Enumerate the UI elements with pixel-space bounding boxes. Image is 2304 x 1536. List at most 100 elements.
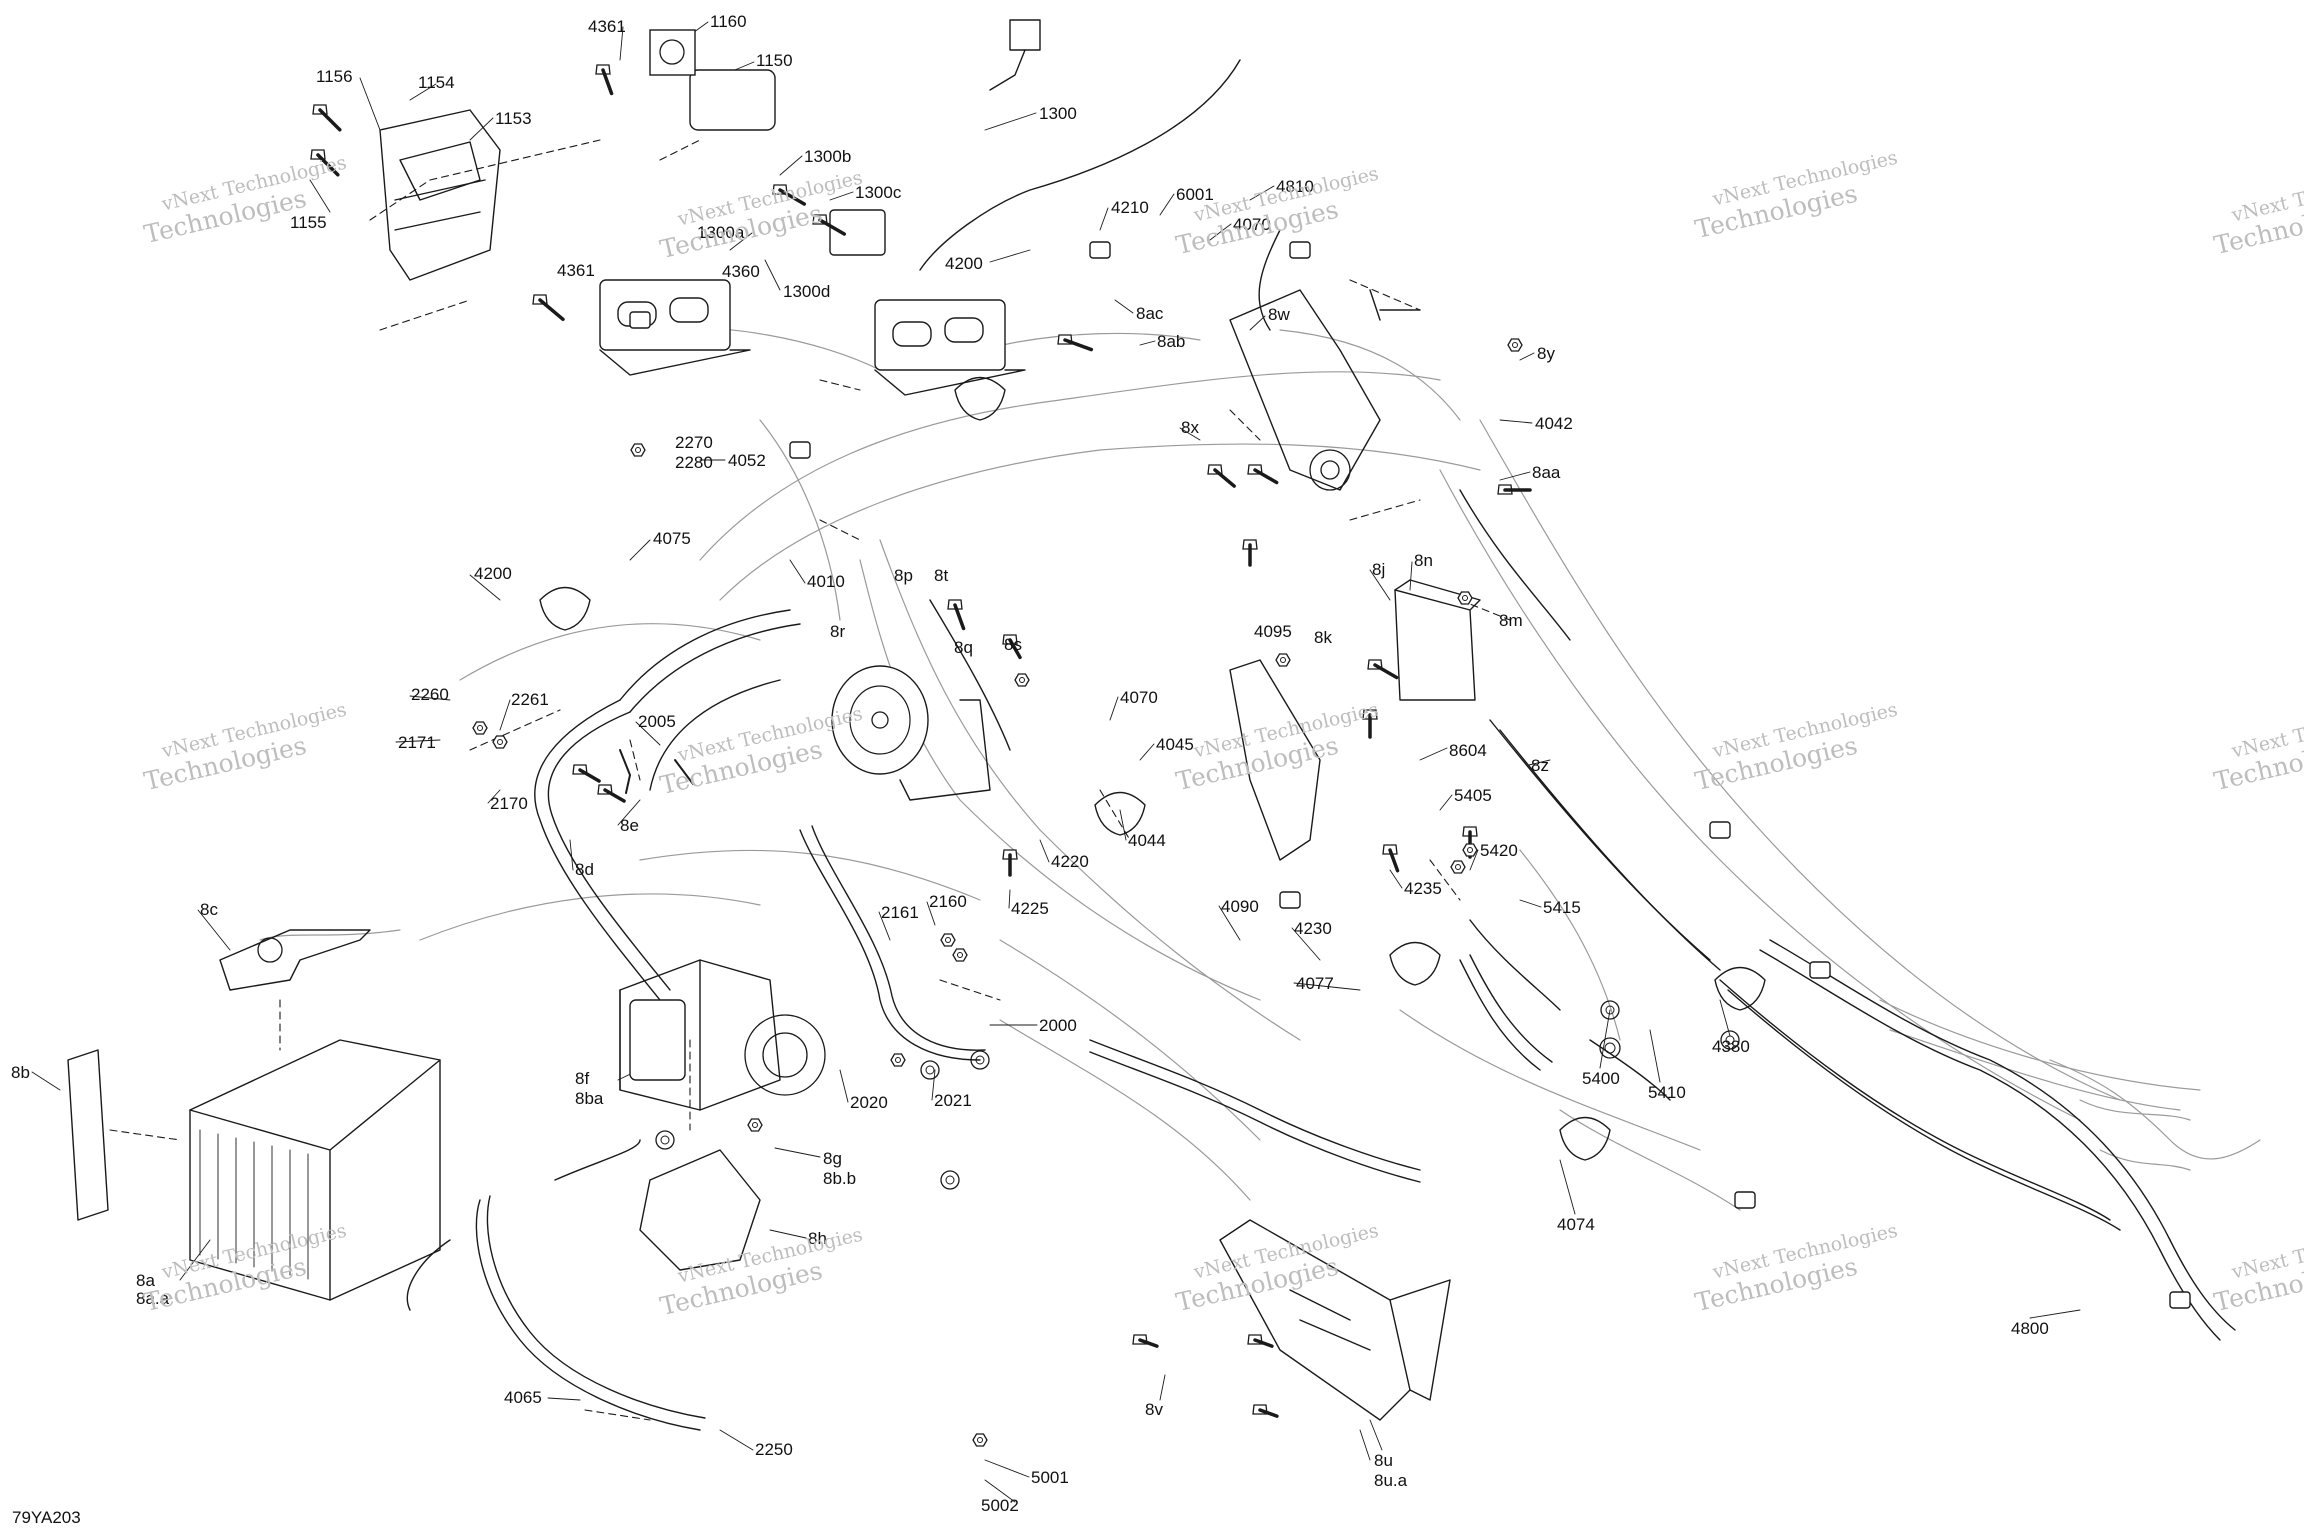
ecu-bracket (379, 109, 501, 281)
callout-leader (839, 1069, 849, 1103)
frame-outline (1519, 849, 1621, 1041)
part-callout: 1160 (710, 12, 747, 31)
cable-clamp (1389, 941, 1441, 986)
part-callout: 4380 (1712, 1037, 1750, 1056)
part-callout: 2020 (850, 1093, 888, 1112)
part-callout: 8z (1531, 756, 1549, 775)
callout-leader (1469, 849, 1479, 871)
harness-cable (1089, 1039, 1421, 1171)
callout-leader (547, 1397, 581, 1401)
part-callout: 2170 (490, 794, 528, 813)
nut (1457, 591, 1473, 605)
harness-cable (629, 623, 801, 713)
terminal-lug (674, 759, 694, 785)
callout-leader (1389, 869, 1403, 889)
cable-clamp (1559, 1116, 1611, 1161)
frame-outline (419, 893, 761, 941)
connector (1279, 891, 1301, 909)
part-callout: 5405 (1454, 786, 1492, 805)
part-callout: 2250 (755, 1440, 793, 1459)
part-callout: 8w (1268, 305, 1290, 324)
connector (2169, 1291, 2191, 1309)
ring-terminal (945, 1175, 955, 1185)
harness-cable (619, 609, 791, 701)
ecu-bracket (399, 141, 481, 201)
part-callout: 1150 (756, 51, 793, 70)
ecu-bracket (394, 179, 486, 231)
part-callout: 8a.a (136, 1289, 170, 1308)
part-callout: 8t (934, 566, 949, 585)
harness-cable (486, 1195, 706, 1419)
part-callout: 1300c (855, 183, 902, 202)
part-callout: 2160 (929, 892, 967, 911)
dashed-leader (819, 379, 861, 391)
part-callout: 8d (575, 860, 594, 879)
starter-gear (1309, 449, 1351, 491)
dashed-leader (379, 299, 471, 331)
frame-outline (1559, 1109, 1741, 1211)
part-callout: 1300a (697, 223, 745, 242)
callout-leader (487, 789, 501, 804)
callout-leader (1179, 427, 1201, 441)
callout-leader (1218, 905, 1241, 941)
ring-terminal (1600, 1000, 1620, 1020)
bolt (953, 603, 966, 631)
frame-outline (1399, 1009, 1701, 1151)
frame-outline (999, 1019, 1251, 1201)
part-callout: 4074 (1557, 1215, 1595, 1234)
harness-cable (1459, 489, 1571, 641)
harness-cable (1727, 989, 2121, 1231)
harness-cable (919, 59, 1241, 271)
callout-leader (635, 721, 661, 746)
starter-link (1369, 289, 1421, 321)
regulator (1394, 589, 1476, 701)
callout-leader (359, 77, 381, 131)
harness-cable (649, 679, 781, 791)
part-callout: 4052 (728, 451, 766, 470)
cable-clamp (1094, 791, 1146, 836)
battery-hold-down (219, 929, 371, 991)
dashed-leader (1429, 859, 1461, 901)
horn (849, 685, 911, 755)
part-callout: 4095 (1254, 622, 1292, 641)
part-callout: 1155 (290, 213, 327, 232)
nut (952, 948, 968, 962)
part-callout: 8k (1314, 628, 1332, 647)
callout-leader (1439, 794, 1453, 811)
star-washer (1604, 1042, 1616, 1054)
horn (871, 711, 889, 729)
bolt (318, 108, 342, 132)
connector (1289, 241, 1311, 259)
bolt (1213, 468, 1236, 488)
ring-terminal (1605, 1005, 1615, 1015)
part-callout: 8q (954, 638, 973, 657)
part-callout: 2161 (881, 903, 919, 922)
callout-leader (1114, 299, 1134, 314)
callout-leader (1159, 1374, 1166, 1401)
nut (1455, 864, 1461, 870)
nut (630, 443, 646, 457)
abs-motor (762, 1032, 808, 1078)
dashed-leader (819, 519, 861, 541)
part-callout: 8x (1181, 418, 1199, 437)
nut (1462, 595, 1468, 601)
part-callout: 8v (1145, 1400, 1163, 1419)
nut (940, 933, 956, 947)
dashed-leader (659, 139, 701, 161)
callout-leader (569, 839, 574, 871)
callout-leader (1249, 185, 1275, 201)
callout-leader (1249, 315, 1266, 331)
cable-clamp (539, 586, 591, 631)
callout-leader (1519, 899, 1542, 908)
abs-module (619, 959, 701, 1111)
callout-leader (1039, 839, 1050, 863)
callout-leader (926, 901, 936, 926)
part-callout: 4361 (557, 261, 595, 280)
callout-leader (719, 1429, 754, 1451)
bolt (1388, 848, 1400, 873)
harness-cable (1759, 949, 2161, 1251)
part-callout: 4075 (653, 529, 691, 548)
callout-leader (179, 1239, 211, 1281)
part-callout: 8m (1499, 611, 1523, 630)
part-callout: 4200 (945, 254, 983, 273)
